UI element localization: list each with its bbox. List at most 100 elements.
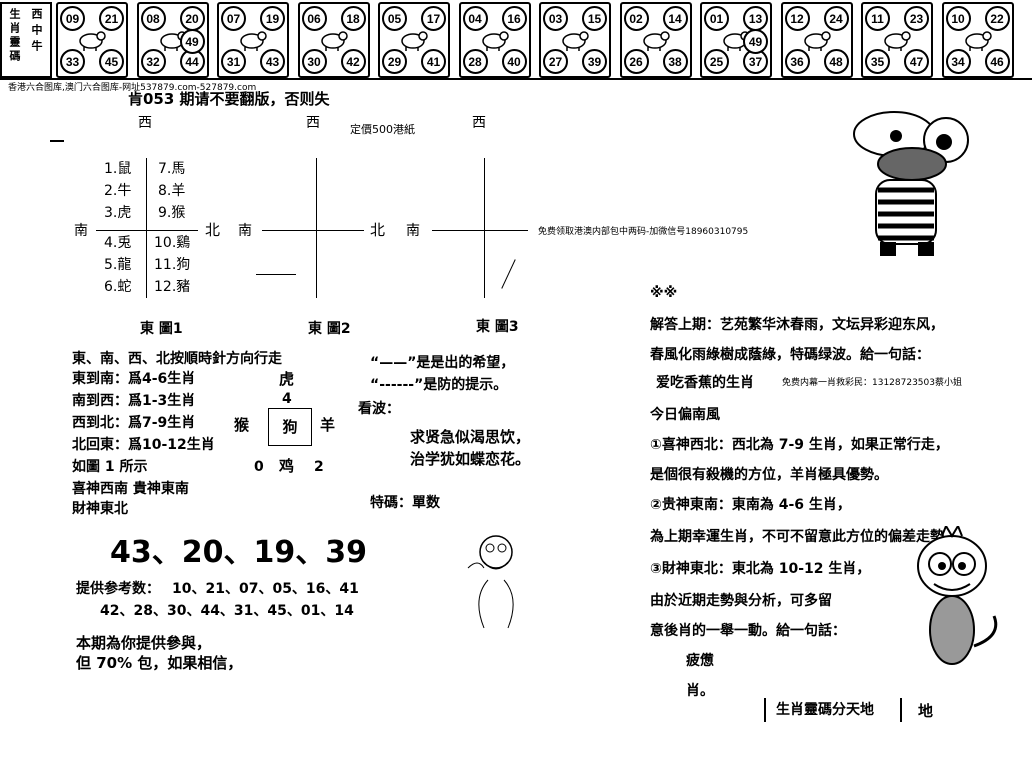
zodiac-number: 03: [543, 6, 568, 31]
gods-line-2: 財神東北: [72, 501, 128, 517]
dog-box: 狗: [268, 408, 312, 446]
zodiac-number: 27: [543, 49, 568, 74]
zodiac-number: 22: [984, 6, 1010, 31]
zodiac-number: 10: [945, 6, 971, 31]
south-label-1: 南: [74, 223, 88, 239]
zodiac-number: 12: [784, 6, 810, 31]
hint-2: “------”是防的提示。: [370, 377, 508, 393]
answer-line-1: 解答上期：艺苑繁华沐春雨，文坛异彩迎东风，: [650, 317, 944, 333]
zodiac-number: 33: [60, 49, 85, 74]
zero-number: 0: [254, 459, 264, 475]
zodiac-number: 35: [865, 49, 890, 74]
zodiac-2: 2.牛: [104, 183, 132, 199]
zodiac-9: 9.猴: [158, 205, 186, 221]
zodiac-number: 07: [221, 6, 246, 31]
fig3-label: 東 圖3: [476, 319, 519, 335]
elder-cartoon-icon: [467, 535, 514, 629]
fig1-label: 東 圖1: [140, 321, 183, 337]
zodiac-number: 49: [179, 29, 205, 54]
bottom-tail: 地: [918, 702, 934, 720]
dog-icon: [879, 26, 913, 52]
para-5: ③財神東北：東北為 10-12 生肖，: [650, 561, 871, 577]
divider-vertical-1: [146, 158, 147, 298]
zodiac-number: 39: [582, 49, 607, 74]
side-char: 碼: [8, 50, 21, 61]
zodiac-number: 04: [462, 6, 488, 31]
west-label-1: 西: [138, 115, 152, 131]
zodiac-number: 11: [865, 6, 890, 31]
two-number: 2: [314, 459, 324, 475]
zodiac-number: 41: [421, 49, 446, 74]
zodiac-cell: 03 15 27 39: [539, 2, 611, 78]
stars-mark: ※※: [650, 285, 678, 301]
tiger-icon: [235, 26, 269, 52]
zodiac-number: 42: [340, 49, 366, 74]
zodiac-number: 09: [60, 6, 85, 31]
rooster-label: 鸡: [279, 457, 295, 475]
hint-1: “——”是是出的希望，: [370, 355, 515, 371]
kanbo-label: 看波：: [358, 401, 400, 417]
west-label-3: 西: [472, 115, 486, 131]
side-char: 中: [30, 24, 43, 35]
zodiac-number: 02: [623, 6, 649, 31]
rule-line-6: 如圖 1 所示: [72, 459, 148, 475]
zodiac-number: 15: [582, 6, 607, 31]
horse-icon: [557, 26, 591, 52]
zodiac-5: 5.龍: [104, 257, 132, 273]
tema-label: 特碼：單数: [370, 495, 440, 511]
zodiac-number: 34: [945, 49, 971, 74]
ref-line-2: 42、28、30、44、31、45、01、14: [100, 603, 354, 619]
ref-line-1: 10、21、07、05、16、41: [172, 581, 359, 597]
main-numbers: 43、20、19、39: [110, 535, 367, 570]
ref-label: 提供参考数：: [76, 581, 160, 597]
monkey-label: 猴: [234, 416, 250, 434]
snake-icon: [477, 26, 511, 52]
zodiac-number: 40: [501, 49, 527, 74]
divider-vertical-3: [484, 158, 485, 298]
zebra-cartoon-icon: [853, 111, 969, 256]
zodiac-number: 49: [743, 29, 768, 54]
monkey-cartoon-icon: [917, 526, 998, 665]
rule-line-2: 東到南：爲4-6生肖: [72, 371, 196, 387]
answer-line-2: 春風化雨綠樹成蔭綠，特碼绿波。給一句話：: [650, 347, 930, 363]
divider-vertical-2: [316, 158, 317, 298]
side-char: 靈: [8, 36, 21, 47]
answer-small-line: 免费内幕一肖救彩民：13128723503蔡小姐: [782, 378, 962, 388]
zodiac-4: 4.兎: [104, 235, 132, 251]
para-9: 肖。: [686, 683, 714, 699]
price-label: 定價500港紙: [350, 123, 415, 136]
zodiac-10: 10.鷄: [154, 235, 191, 251]
strip-side-label: 生 肖 靈 碼 西 中 牛: [0, 2, 52, 78]
fig2-label: 東 圖2: [308, 321, 351, 337]
side-char: 生: [8, 8, 21, 19]
side-char: 肖: [8, 22, 21, 33]
zodiac-number: 20: [179, 6, 205, 31]
zodiac-12: 12.豬: [154, 279, 191, 295]
zodiac-number: 29: [382, 49, 407, 74]
gods-line-1: 喜神西南 貴神東南: [72, 481, 189, 497]
goat-label: 羊: [320, 416, 336, 434]
zodiac-number: 31: [221, 49, 246, 74]
divider-horizontal-1: [96, 230, 198, 231]
side-char: 西: [30, 8, 43, 19]
zodiac-7: 7.馬: [158, 161, 186, 177]
zodiac-8: 8.羊: [158, 183, 186, 199]
zodiac-number: 47: [904, 49, 929, 74]
zodiac-number: 17: [421, 6, 446, 31]
divider-horizontal-2: [262, 230, 364, 231]
zodiac-11: 11.狗: [154, 257, 191, 273]
rooster-icon: [799, 26, 833, 52]
zodiac-6: 6.蛇: [104, 279, 132, 295]
rule-line-1: 東、南、西、北按順時針方向行走: [72, 351, 282, 367]
zodiac-number: 32: [140, 49, 166, 74]
para-6: 由於近期走勢與分析，可多留: [650, 593, 832, 609]
zodiac-number: 24: [823, 6, 849, 31]
zodiac-number: 16: [501, 6, 527, 31]
para-1: ①喜神西北：西北為 7-9 生肖，如果正常行走，: [650, 437, 949, 453]
dash-mark: [50, 140, 64, 142]
